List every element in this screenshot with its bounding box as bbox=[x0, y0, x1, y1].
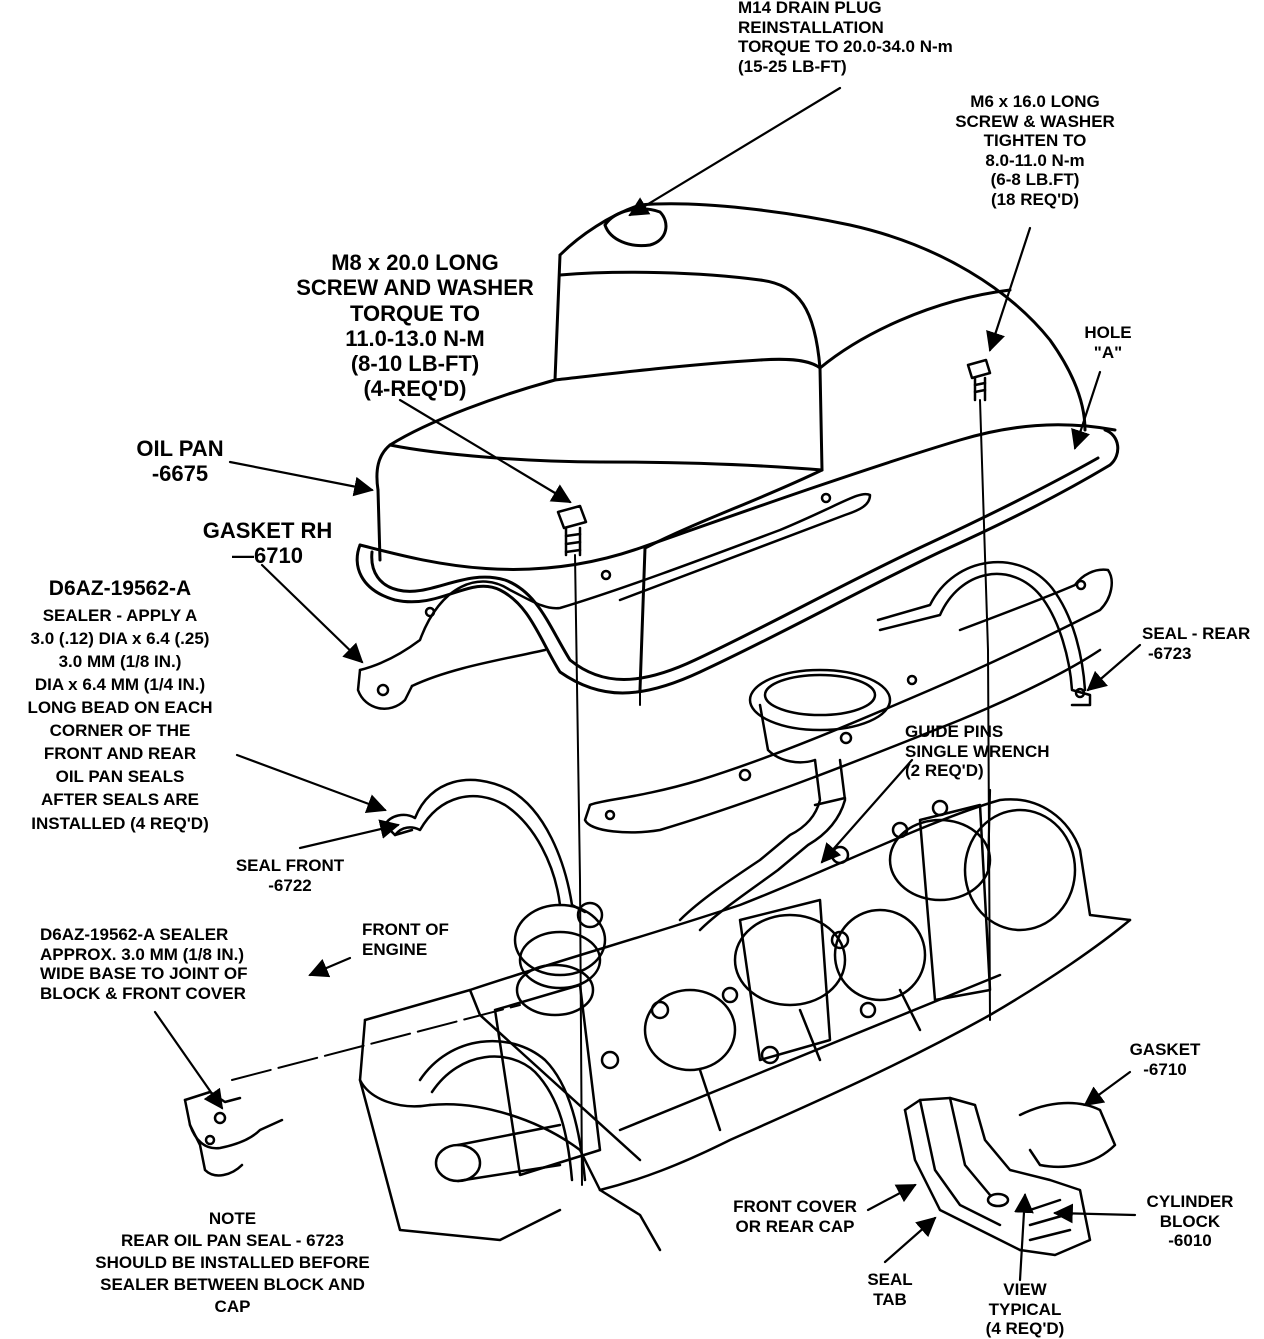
gasket-lh bbox=[583, 568, 1113, 834]
gasket-rh-label: GASKET RH—6710 bbox=[202, 518, 333, 569]
seal-rear bbox=[876, 560, 1092, 707]
oil-pan bbox=[355, 202, 1120, 695]
leader-lines bbox=[153, 86, 1142, 1282]
front-cover-detail bbox=[183, 1090, 284, 1177]
gasket-rh bbox=[356, 492, 872, 710]
oil-pan-label: OIL PAN-6675 bbox=[136, 436, 224, 487]
view-typical-inset bbox=[903, 1096, 1117, 1257]
seal-front bbox=[383, 778, 587, 914]
m8-screw-icon bbox=[556, 504, 588, 557]
engine-block bbox=[358, 798, 1132, 1252]
gasket-6710-label: GASKET-6710 bbox=[1129, 1040, 1201, 1079]
sealer-label: D6AZ-19562-A SEALER - APPLY A 3.0 (.12) … bbox=[27, 577, 213, 833]
oil-pickup bbox=[678, 668, 892, 932]
seal-front-label: SEAL FRONT-6722 bbox=[235, 856, 345, 895]
m6-screw-icon bbox=[966, 358, 992, 402]
projection-lines bbox=[231, 399, 991, 1186]
hole-a-label: HOLE"A" bbox=[1084, 323, 1132, 362]
seal-rear-label: SEAL - REAR-6723 bbox=[1142, 624, 1251, 663]
